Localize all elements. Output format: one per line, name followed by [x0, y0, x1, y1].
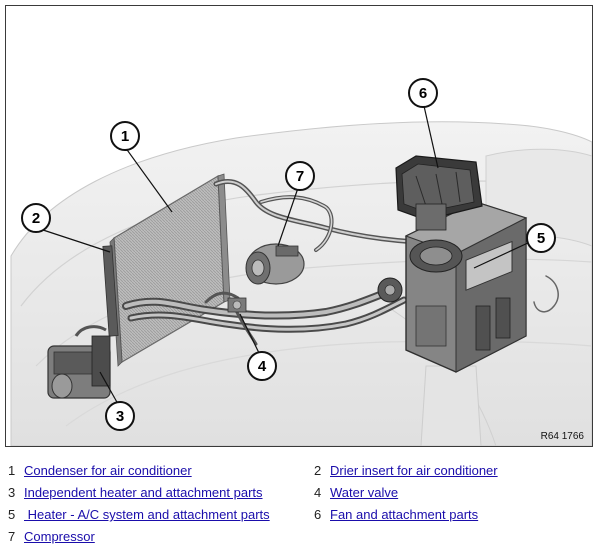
legend-link-water-valve[interactable]: Water valve — [330, 485, 399, 500]
pipe-lines — [122, 178, 559, 346]
svg-text:6: 6 — [419, 85, 427, 102]
diagram-illustration: 1 2 3 4 5 6 7 — [10, 78, 592, 446]
legend-item-6: 6 Fan and attachment parts — [314, 507, 478, 522]
legend-number: 4 — [314, 485, 322, 500]
svg-text:5: 5 — [537, 230, 545, 247]
legend-link-drier-insert[interactable]: Drier insert for air conditioner — [330, 463, 498, 478]
legend-row: 7 Compressor — [8, 529, 598, 551]
legend-number: 6 — [314, 507, 322, 522]
legend-link-compressor[interactable]: Compressor — [24, 529, 95, 544]
legend-number: 2 — [314, 463, 322, 478]
legend-link-fan[interactable]: Fan and attachment parts — [330, 507, 479, 522]
legend-item-4: 4 Water valve — [314, 485, 398, 500]
legend-row: 3 Independent heater and attachment parts… — [8, 485, 598, 507]
legend-item-1: 1 Condenser for air conditioner — [8, 463, 192, 478]
legend-row: 5 Heater - A/C system and attachment par… — [8, 507, 598, 529]
callout-2: 2 — [21, 203, 51, 233]
legend-item-2: 2 Drier insert for air conditioner — [314, 463, 498, 478]
callout-3: 3 — [105, 401, 135, 431]
callout-7: 7 — [285, 161, 315, 191]
independent-heater — [47, 325, 111, 399]
legend-item-7: 7 Compressor — [8, 529, 95, 544]
legend-row: 1 Condenser for air conditioner 2 Drier in… — [8, 463, 598, 485]
parts-legend: 1 Condenser for air conditioner 2 Drier in… — [8, 463, 598, 551]
fan-housing — [395, 155, 483, 231]
heater-ac-housing — [377, 201, 528, 373]
legend-link-independent-heater[interactable]: Independent heater and attachment parts — [24, 485, 263, 500]
legend-number: 1 — [8, 463, 16, 478]
water-valve — [227, 297, 247, 313]
callout-6: 6 — [408, 78, 438, 108]
figure-code: R64 1766 — [540, 431, 584, 442]
legend-link-heater-ac[interactable]: Heater - A/C system and attachment parts — [24, 507, 270, 522]
legend-number: 5 — [8, 507, 16, 522]
callout-5: 5 — [526, 223, 556, 253]
svg-text:2: 2 — [32, 210, 40, 227]
parts-diagram: 1 2 3 4 5 6 7 R64 1766 — [5, 5, 593, 447]
legend-item-3: 3 Independent heater and attachment parts — [8, 485, 263, 500]
legend-link-condenser[interactable]: Condenser for air conditioner — [24, 463, 192, 478]
svg-text:7: 7 — [296, 168, 304, 185]
svg-text:4: 4 — [258, 358, 267, 375]
legend-number: 7 — [8, 529, 16, 544]
svg-text:1: 1 — [121, 128, 129, 145]
legend-number: 3 — [8, 485, 16, 500]
leader-lines — [39, 105, 531, 405]
callout-1: 1 — [110, 121, 140, 151]
legend-item-5: 5 Heater - A/C system and attachment par… — [8, 507, 270, 522]
svg-text:3: 3 — [116, 408, 124, 425]
callout-4: 4 — [247, 351, 277, 381]
compressor — [245, 243, 305, 285]
